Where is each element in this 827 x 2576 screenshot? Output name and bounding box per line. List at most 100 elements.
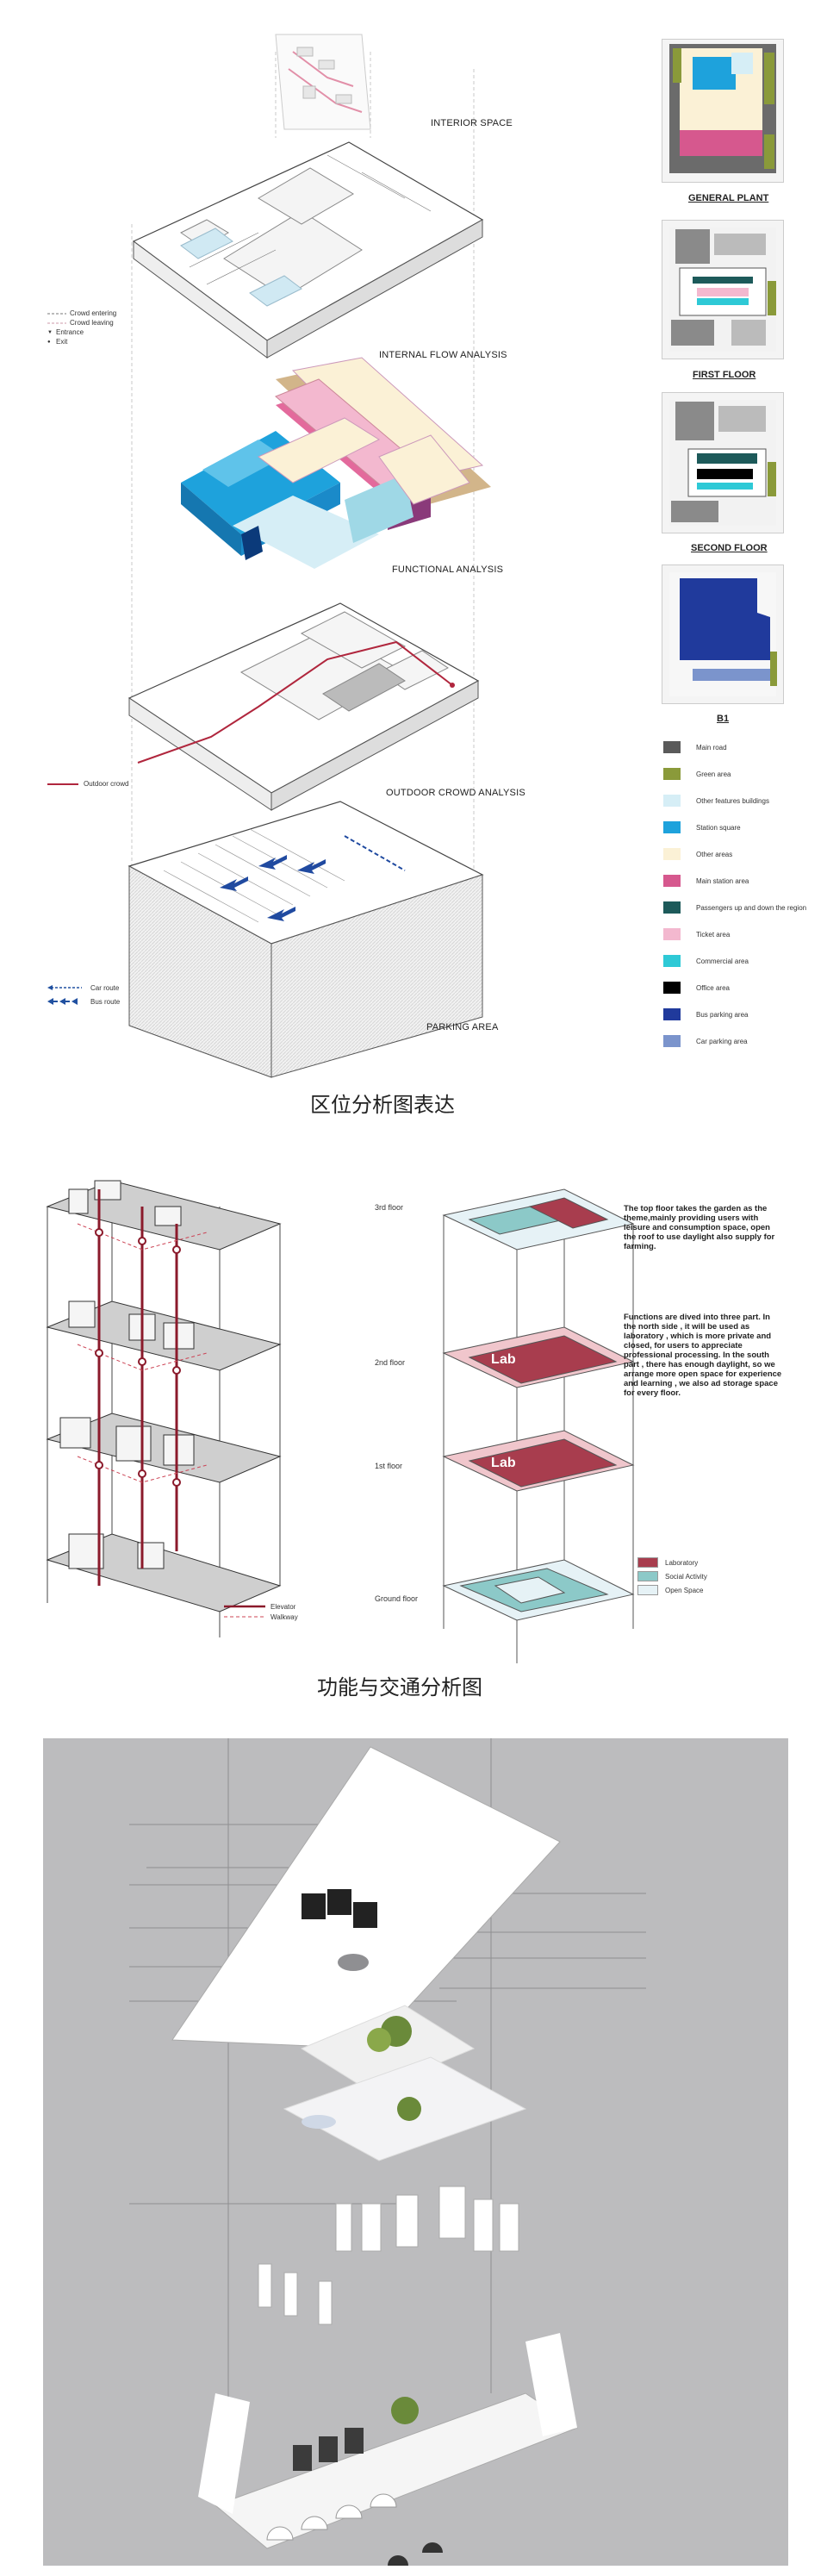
legend-swatch (663, 848, 681, 860)
b1-thumbnail (669, 572, 777, 696)
legend-item: Office area (663, 982, 730, 994)
function-legend-swatch (637, 1557, 658, 1568)
general-plan-caption: GENERAL PLANT (688, 193, 769, 203)
label-parking: PARKING AREA (426, 1022, 499, 1032)
exit-label: Exit (56, 338, 68, 346)
crowd-entering-label: Crowd entering (70, 309, 117, 317)
flow-legend: Crowd entering Crowd leaving ▼ Entrance … (47, 309, 142, 346)
top-floor-description: The top floor takes the garden as the th… (624, 1204, 775, 1251)
legend-swatch (663, 768, 681, 780)
legend-label: Station square (696, 823, 741, 832)
legend-swatch (663, 875, 681, 887)
label-functional: FUNCTIONAL ANALYSIS (392, 564, 504, 575)
outdoor-legend: Outdoor crowd (47, 780, 128, 788)
legend-item: Ticket area (663, 928, 730, 940)
internal-flow-layer (132, 141, 484, 359)
legend-item: Other features buildings (663, 795, 769, 807)
label-outdoor-crowd: OUTDOOR CROWD ANALYSIS (386, 788, 525, 798)
legend-label: Other features buildings (696, 796, 769, 805)
general-plan-thumbnail (669, 44, 776, 173)
section1-caption: 区位分析图表达 (310, 1093, 455, 1117)
parking-legend: Car route Bus route (47, 981, 120, 1008)
legend-label: Green area (696, 770, 731, 778)
legend-item: Main station area (663, 875, 749, 887)
label-internal-flow: INTERNAL FLOW ANALYSIS (379, 350, 507, 360)
function-legend-item: Social Activity (637, 1569, 767, 1583)
functions-description: Functions are dived into three part. In … (624, 1313, 782, 1398)
second-floor-thumbnail (669, 400, 776, 526)
exploded-axonometric-diagram (127, 34, 491, 1078)
outdoor-crowd-label: Outdoor crowd (84, 780, 129, 788)
legend-item: Green area (663, 768, 731, 780)
legend-label: Other areas (696, 850, 733, 858)
legend-item: Commercial area (663, 955, 749, 967)
floor-label-ground: Ground floor (375, 1594, 419, 1603)
legend-item: Other areas (663, 848, 732, 860)
circulation-diagram (46, 1180, 282, 1637)
legend-item: Car parking area (663, 1035, 748, 1047)
legend-label: Office area (696, 983, 730, 992)
legend-swatch (663, 795, 681, 807)
legend-swatch (663, 982, 681, 994)
floor-label-2nd: 2nd floor (375, 1358, 406, 1367)
entrance-label: Entrance (56, 328, 84, 336)
function-legend-item: Laboratory (637, 1556, 767, 1569)
legend-label: Car parking area (696, 1037, 748, 1045)
bus-route-icon (47, 998, 78, 1005)
section2-caption: 功能与交通分析图 (317, 1675, 482, 1700)
legend-swatch (663, 741, 681, 753)
parking-layer (127, 801, 484, 1078)
entrance-icon: ▼ (47, 329, 53, 335)
elevator-line-icon (224, 1605, 265, 1608)
legend-swatch (663, 901, 681, 914)
exploded-model-render (129, 1738, 646, 2566)
legend-item: Bus parking area (663, 1008, 748, 1020)
car-route-icon (47, 985, 82, 990)
legend-swatch (663, 928, 681, 940)
function-legend-swatch (637, 1585, 658, 1595)
first-floor-thumbnail (669, 228, 776, 352)
section-exploded-model (43, 1738, 788, 2566)
legend-swatch (663, 1008, 681, 1020)
plan-second-floor: SECOND FLOOR (662, 392, 784, 553)
plan-b1: B1 (662, 564, 784, 724)
function-legend-label: Laboratory (665, 1558, 699, 1567)
b1-caption: B1 (717, 714, 730, 724)
walkway-line-icon (224, 1616, 265, 1618)
legend-swatch (663, 955, 681, 967)
svg-text:L: L (491, 1352, 500, 1367)
floor-label-1st: 1st floor (375, 1462, 403, 1470)
crowd-leaving-label: Crowd leaving (70, 319, 114, 327)
legend-item: Main road (663, 741, 727, 753)
svg-text:ab: ab (500, 1352, 516, 1367)
walkway-label: Walkway (270, 1612, 298, 1621)
legend-swatch (663, 821, 681, 833)
circulation-legend: Elevator Walkway (224, 1601, 298, 1622)
outdoor-crowd-route (137, 640, 453, 764)
car-route-label: Car route (90, 983, 120, 992)
interior-space-layer (275, 34, 371, 130)
plan-general: GENERAL PLANT (662, 39, 784, 203)
exit-icon: ● (47, 339, 51, 345)
legend-label: Ticket area (696, 930, 731, 939)
bus-route-label: Bus route (90, 997, 121, 1006)
legend-label: Bus parking area (696, 1010, 749, 1019)
svg-text:ab: ab (500, 1456, 516, 1470)
legend-label: Passengers up and down the region (696, 903, 807, 912)
elevator-label: Elevator (270, 1602, 296, 1611)
outdoor-crowd-layer (127, 602, 480, 811)
legend-item: Passengers up and down the region (663, 901, 806, 914)
functional-layer (181, 357, 491, 569)
function-legend-label: Open Space (665, 1586, 704, 1594)
plan-first-floor: FIRST FLOOR (662, 220, 784, 380)
legend-label: Main station area (696, 876, 749, 885)
function-legend-item: Open Space (637, 1583, 767, 1597)
section-site-analysis: INTERIOR SPACE INTERNAL FLOW ANALYSIS FU… (0, 0, 827, 1138)
legend-swatch (663, 1035, 681, 1047)
svg-text:L: L (491, 1456, 500, 1470)
legend-label: Commercial area (696, 957, 749, 965)
